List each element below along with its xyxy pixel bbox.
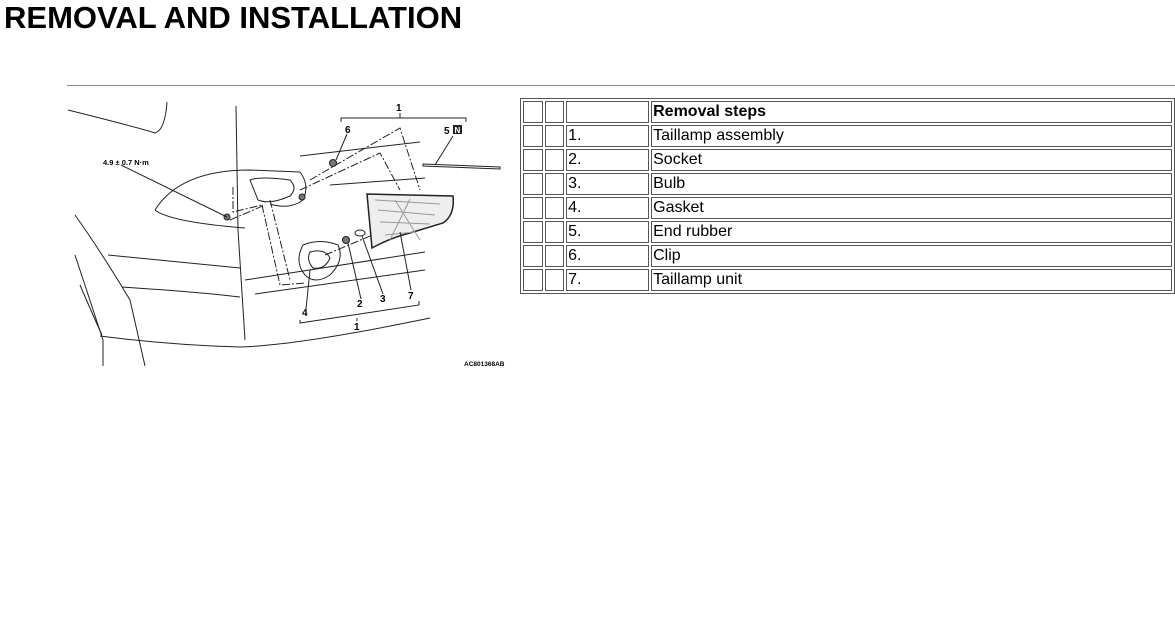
step-number: 6. [566, 245, 650, 267]
step-number: 1. [566, 125, 650, 147]
callout-2: 2 [357, 299, 363, 310]
table-row: 3.Bulb [523, 173, 1172, 195]
step-number: 4. [566, 197, 650, 219]
table-row: 4.Gasket [523, 197, 1172, 219]
removal-steps-table: Removal steps 1.Taillamp assembly 2.Sock… [520, 98, 1175, 294]
table-row: 1.Taillamp assembly [523, 125, 1172, 147]
step-text: Gasket [651, 197, 1172, 219]
new-part-badge [453, 125, 462, 134]
callout-7: 7 [408, 291, 414, 302]
step-number: 2. [566, 149, 650, 171]
taillamp-illustration: 4.9 ± 0.7 N·m 1 6 5 N 4 2 3 7 1 AC801368… [67, 101, 505, 368]
torque-spec: 4.9 ± 0.7 N·m [103, 158, 149, 167]
figure-code: AC801368AB [464, 361, 505, 368]
leader-lines [120, 113, 467, 324]
socket-and-bulb [223, 159, 366, 244]
table-row: 5.End rubber [523, 221, 1172, 243]
step-text: Bulb [651, 173, 1172, 195]
callout-3: 3 [380, 294, 386, 305]
table-header: Removal steps [651, 101, 1172, 123]
reflector-housing [249, 171, 307, 207]
step-text: End rubber [651, 221, 1172, 243]
callout-4: 4 [302, 308, 308, 319]
step-number: 7. [566, 269, 650, 291]
table-row: 6.Clip [523, 245, 1172, 267]
callout-1-top: 1 [396, 103, 402, 114]
callout-5: 5 [444, 126, 450, 137]
table-row: 7.Taillamp unit [523, 269, 1172, 291]
end-rubber [422, 163, 501, 170]
gasket [298, 241, 341, 281]
step-number: 3. [566, 173, 650, 195]
table-row: 2.Socket [523, 149, 1172, 171]
vehicle-body-lines [67, 101, 431, 367]
step-text: Socket [651, 149, 1172, 171]
new-part-badge-label: N [455, 126, 461, 135]
page-title: REMOVAL AND INSTALLATION [4, 0, 463, 35]
step-number: 5. [566, 221, 650, 243]
taillamp-unit [366, 193, 455, 250]
step-text: Clip [651, 245, 1172, 267]
step-text: Taillamp assembly [651, 125, 1172, 147]
callout-1-bottom: 1 [354, 322, 360, 333]
divider [67, 85, 1175, 86]
table-header-row: Removal steps [523, 101, 1172, 123]
callout-6: 6 [345, 125, 351, 136]
step-text: Taillamp unit [651, 269, 1172, 291]
